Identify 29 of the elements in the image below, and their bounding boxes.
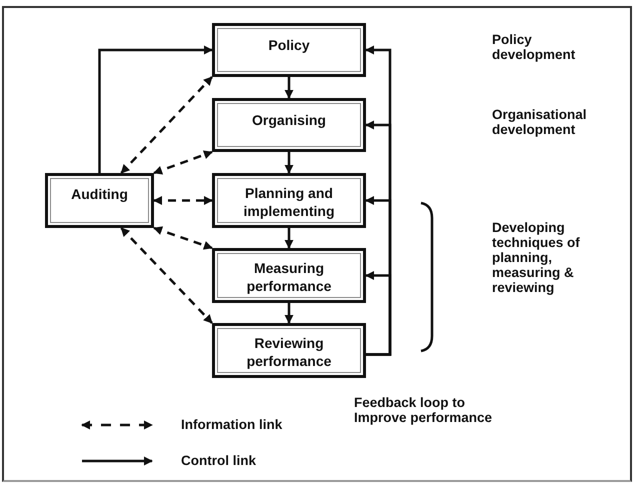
arrow — [284, 228, 294, 249]
legend-text: Control link — [181, 453, 257, 468]
box-label: Organising — [251, 111, 327, 129]
box-label: Reviewing performance — [246, 334, 332, 370]
process-box — [45, 173, 154, 228]
arrow — [284, 303, 294, 324]
legend-text: Information link — [181, 417, 284, 432]
dashed-arrow — [120, 227, 213, 324]
annotation-text: Feedback loop to Improve performance — [354, 395, 494, 425]
dashed-arrow — [153, 196, 213, 205]
dashed-arrow — [153, 150, 213, 174]
process-box — [212, 173, 366, 228]
process-box — [212, 98, 366, 152]
dashed-arrow — [120, 76, 213, 174]
box-label: Policy — [267, 36, 311, 54]
arrow — [284, 152, 294, 174]
dashed-arrow — [153, 226, 213, 250]
annotation-text: Policy development — [492, 32, 576, 62]
process-box — [212, 248, 366, 303]
arrow — [284, 77, 294, 99]
arrow — [98, 46, 213, 173]
arrow — [365, 271, 392, 356]
process-box — [212, 323, 366, 378]
annotation-text: Developing techniques of planning, measuring & reviewing — [492, 220, 581, 295]
annotation-text: Organisational development — [492, 107, 588, 137]
box-label: Measuring performance — [246, 259, 332, 295]
box-label: Planning and implementing — [242, 184, 336, 220]
box-label: Auditing — [70, 185, 129, 203]
process-box — [212, 23, 366, 77]
